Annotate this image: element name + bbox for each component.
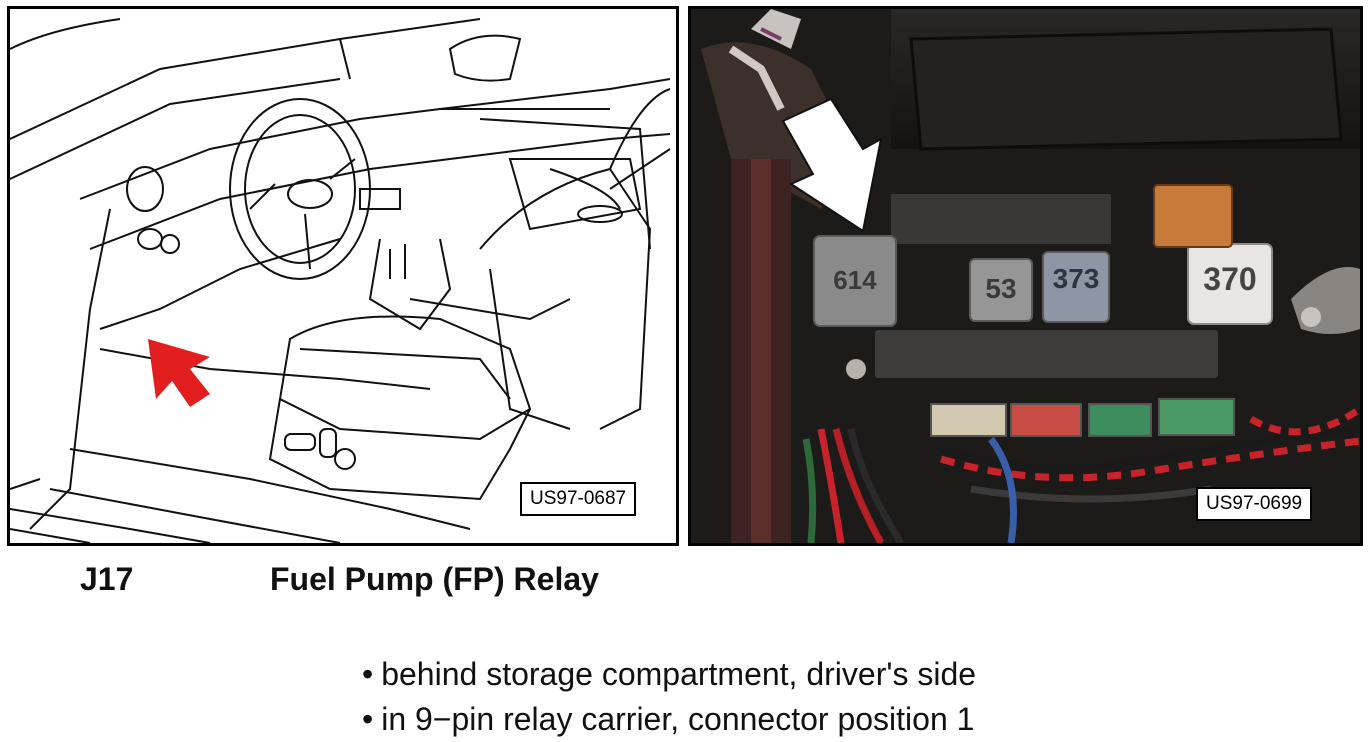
- red-arrow-icon: [148, 339, 210, 407]
- bullet-icon: •: [362, 656, 374, 692]
- relay-label-53: 53: [985, 273, 1017, 304]
- component-name: Fuel Pump (FP) Relay: [270, 561, 599, 597]
- relay-label-614: 614: [833, 265, 877, 295]
- relay-label-370: 370: [1203, 261, 1257, 297]
- car-interior-drawing: [10, 18, 671, 543]
- figure-id-right: US97-0699: [1196, 487, 1313, 521]
- location-note-text: behind storage compartment, driver's sid…: [381, 656, 977, 692]
- interior-illustration: US97-0687: [7, 6, 679, 546]
- position-note-text: in 9−pin relay carrier, connector positi…: [381, 701, 975, 737]
- bullet-icon: •: [362, 701, 374, 737]
- location-note: •behind storage compartment, driver's si…: [362, 656, 976, 693]
- white-arrow-icon: [781, 97, 883, 233]
- relay-carrier-drawing: [701, 9, 1360, 543]
- component-code: J17: [80, 561, 134, 597]
- relay-carrier-photo: 614 53 373 370 US97-0699: [688, 6, 1363, 546]
- position-note: •in 9−pin relay carrier, connector posit…: [362, 701, 974, 738]
- relay-label-373: 373: [1052, 263, 1100, 294]
- figure-id-left: US97-0687: [520, 482, 637, 516]
